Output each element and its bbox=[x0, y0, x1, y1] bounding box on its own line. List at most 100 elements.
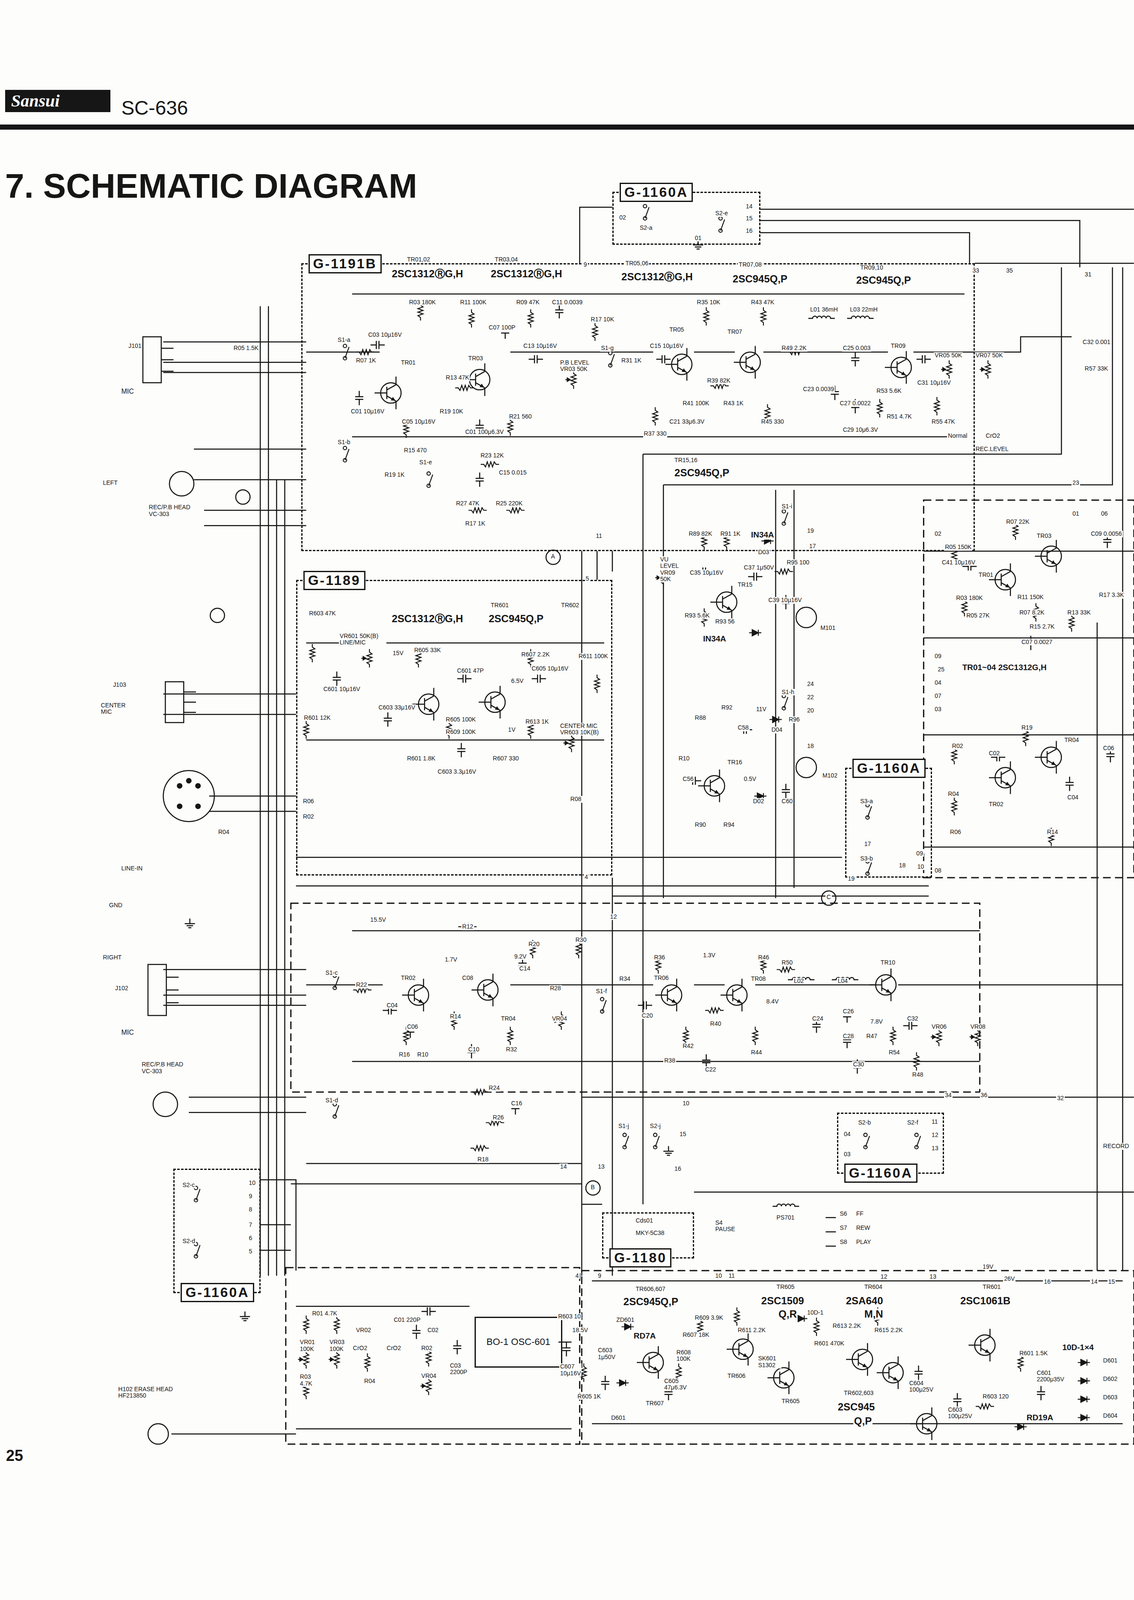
component-label: TR601 bbox=[489, 602, 510, 609]
ground-bar bbox=[667, 1145, 670, 1152]
component-label: TR601 bbox=[981, 1283, 1002, 1291]
component-label: R54 bbox=[887, 1049, 901, 1056]
component-label: 5 bbox=[584, 575, 591, 582]
component-label: R06 bbox=[949, 828, 962, 836]
wire bbox=[663, 267, 1113, 485]
wire bbox=[163, 1004, 307, 1007]
component-label: L04 bbox=[837, 977, 849, 985]
switch-symbol bbox=[643, 204, 650, 221]
inductor-symbol bbox=[772, 1204, 799, 1207]
board-label: G-1160A bbox=[180, 1282, 254, 1303]
circled-letter-ring bbox=[210, 608, 225, 623]
component-label: SK601 S1302 bbox=[757, 1355, 782, 1369]
capacitor-plate bbox=[426, 1307, 428, 1316]
circuit-board: G-1160A bbox=[612, 191, 761, 245]
component-label: 9 bbox=[582, 261, 588, 268]
component-label: C26 bbox=[842, 1008, 855, 1015]
resistor-symbol bbox=[455, 385, 474, 391]
transistor-lead bbox=[1034, 555, 1048, 558]
capacitor-plate bbox=[562, 1347, 571, 1349]
component-label: R10 bbox=[416, 1051, 430, 1058]
component-label: 04 bbox=[933, 679, 943, 686]
transistor-lead bbox=[667, 998, 677, 1004]
capacitor-symbol bbox=[475, 472, 484, 487]
component-label: VR04 bbox=[551, 1015, 568, 1022]
component-label: C05 10μ16V bbox=[400, 418, 437, 425]
component-label: S1-h bbox=[780, 688, 796, 696]
capacitor-plate bbox=[694, 776, 697, 785]
ground-bar bbox=[239, 1315, 250, 1318]
capacitor-plate bbox=[645, 1001, 648, 1010]
component-label: 14 bbox=[745, 203, 754, 210]
component-label: R10 bbox=[677, 755, 691, 762]
meter-symbol bbox=[795, 757, 817, 778]
transistor-lead bbox=[731, 610, 733, 619]
component-label: ZD601 bbox=[615, 1316, 636, 1324]
component-label: R47 bbox=[865, 1033, 879, 1040]
capacitor-plate bbox=[471, 1052, 473, 1059]
capacitor-plate bbox=[430, 1310, 437, 1313]
din-pin bbox=[177, 783, 182, 788]
capacitor-plate bbox=[903, 1025, 910, 1027]
component-label: TR05,06 bbox=[624, 260, 650, 267]
component-label: C605 47μ6.3V bbox=[663, 1377, 691, 1392]
din-pin bbox=[195, 783, 200, 788]
capacitor-plate bbox=[479, 472, 481, 479]
wire bbox=[259, 306, 262, 1277]
potentiometer-arrow bbox=[942, 366, 947, 372]
capacitor-plate bbox=[1065, 784, 1074, 787]
component-label: 18 bbox=[898, 862, 907, 869]
component-label: R07 8.2K bbox=[1018, 609, 1045, 616]
component-label: TR605 bbox=[780, 1398, 801, 1405]
component-label: 33 bbox=[971, 267, 981, 274]
wire bbox=[296, 1428, 572, 1430]
component-label: R92 bbox=[720, 704, 734, 711]
wire bbox=[643, 267, 1062, 455]
board-label: G-1160A bbox=[852, 758, 926, 778]
capacitor-plate bbox=[562, 1350, 571, 1352]
capacitor-symbol bbox=[903, 1021, 918, 1030]
switch-contact-line bbox=[825, 1217, 836, 1219]
component-label: 12 bbox=[879, 1273, 889, 1280]
transistor-lead bbox=[423, 978, 425, 987]
capacitor-symbol bbox=[638, 1001, 653, 1010]
component-label: R45 330 bbox=[760, 418, 785, 425]
transistor-lead bbox=[876, 1372, 890, 1374]
capacitor-plate bbox=[846, 1042, 848, 1049]
transistor-arrow bbox=[714, 789, 719, 794]
transistor-lead bbox=[697, 785, 711, 787]
wire bbox=[163, 361, 307, 363]
ground-bar bbox=[186, 925, 193, 927]
transistor-lead bbox=[1001, 769, 1011, 775]
resistor-symbol bbox=[914, 1052, 920, 1071]
capacitor-plate bbox=[412, 1332, 421, 1334]
capacitor-plate bbox=[638, 1004, 645, 1007]
capacitor-plate bbox=[911, 1021, 913, 1030]
ground-bar bbox=[184, 923, 196, 925]
component-label: 10D-1×4 bbox=[1061, 1343, 1095, 1353]
transistor-arrow bbox=[901, 371, 906, 376]
capacitor-plate bbox=[332, 676, 342, 679]
potentiometer-arrow bbox=[981, 366, 986, 372]
component-label: 02 bbox=[618, 214, 627, 221]
resistor-symbol bbox=[1068, 613, 1075, 632]
component-label: LEFT bbox=[102, 479, 119, 487]
component-label: S3-b bbox=[859, 855, 874, 862]
capacitor-plate bbox=[456, 1340, 458, 1347]
component-label: R603 10 bbox=[557, 1313, 582, 1320]
component-label: 2SC945Q,P bbox=[673, 467, 731, 479]
transistor-lead bbox=[896, 359, 906, 365]
wire bbox=[760, 220, 1081, 268]
transistor-lead bbox=[386, 395, 396, 401]
component-label: TR08 bbox=[750, 975, 767, 983]
component-label: C25 0.003 bbox=[842, 344, 872, 352]
component-label: D601 bbox=[1102, 1357, 1119, 1364]
component-label: M,N bbox=[863, 1308, 885, 1320]
component-label: 2SC945 bbox=[837, 1401, 876, 1413]
component-label: PS701 bbox=[775, 1214, 796, 1221]
component-label: C604 100μ25V bbox=[908, 1380, 935, 1394]
component-label: C15 0.015 bbox=[498, 469, 528, 476]
component-label: R611 100K bbox=[577, 653, 609, 660]
component-label: VR06 bbox=[930, 1023, 948, 1031]
capacitor-plate bbox=[475, 477, 484, 480]
